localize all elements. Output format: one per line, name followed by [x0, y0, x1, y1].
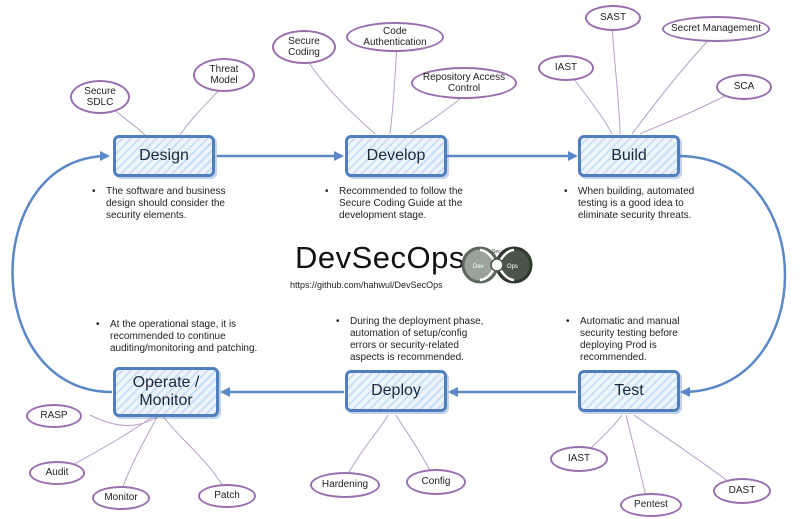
tag-threat-model-line1: Threat: [209, 63, 239, 75]
stage-design[interactable]: Design: [113, 135, 215, 177]
tag-code-authentication[interactable]: Code Authentication: [346, 22, 444, 52]
logo-dev-text: Dev: [473, 264, 484, 270]
tag-secret-management-label: Secret Management: [670, 23, 762, 35]
note-operate-bullet: •: [96, 319, 100, 330]
note-test-text: Automatic and manual security testing be…: [580, 316, 680, 363]
stage-develop[interactable]: Develop: [345, 135, 447, 177]
tag-iast-test[interactable]: IAST: [550, 446, 608, 472]
note-deploy-bullet: •: [336, 316, 340, 327]
logo-ops-text: Ops: [507, 264, 518, 270]
tag-iast-test-label: IAST: [567, 453, 591, 465]
tag-secure-sdlc-line1: Secure: [84, 85, 116, 97]
note-build-bullet: •: [564, 186, 568, 197]
stage-operate-label: Operate /: [132, 373, 200, 391]
tag-secure-coding[interactable]: Secure Coding: [272, 30, 336, 64]
tag-config[interactable]: Config: [406, 469, 466, 495]
tag-sast[interactable]: SAST: [585, 5, 641, 31]
tag-sca-label: SCA: [733, 81, 755, 93]
tag-rasp-label: RASP: [40, 410, 68, 422]
tag-iast-build[interactable]: IAST: [538, 55, 594, 81]
tag-iast-build-label: IAST: [554, 62, 578, 74]
note-develop-bullet: •: [325, 186, 329, 197]
page-title: DevSecOps: [295, 240, 465, 275]
note-build: • When building, automated testing is a …: [564, 186, 724, 222]
stage-test[interactable]: Test: [578, 370, 680, 412]
tag-sca[interactable]: SCA: [716, 74, 772, 100]
note-test: • Automatic and manual security testing …: [566, 316, 702, 364]
tag-code-authentication-line1: Code: [383, 25, 407, 37]
note-operate: • At the operational stage, it is recomm…: [96, 319, 286, 355]
tag-repository-access-control-line2: Control: [447, 83, 481, 94]
stage-monitor-label: Monitor: [139, 392, 193, 409]
tag-threat-model-line2: Model: [210, 75, 238, 86]
note-develop-text: Recommended to follow the Secure Coding …: [339, 186, 463, 221]
stage-build-label: Build: [611, 146, 647, 164]
repo-url-link[interactable]: https://github.com/hahwul/DevSecOps: [290, 280, 443, 290]
tag-secret-management[interactable]: Secret Management: [662, 16, 770, 42]
tag-dast-label: DAST: [728, 485, 756, 497]
tag-code-authentication-line2: Authentication: [363, 37, 427, 48]
stage-deploy[interactable]: Deploy: [345, 370, 447, 412]
tag-pentest[interactable]: Pentest: [620, 493, 682, 517]
stage-test-label: Test: [614, 381, 644, 399]
tag-audit[interactable]: Audit: [29, 461, 85, 485]
tag-secure-coding-line2: Coding: [288, 47, 320, 58]
note-build-text: When building, automated testing is a go…: [578, 186, 695, 221]
note-deploy: • During the deployment phase, automatio…: [336, 316, 496, 364]
tag-audit-label: Audit: [45, 467, 69, 479]
tag-patch[interactable]: Patch: [198, 484, 256, 508]
tag-config-label: Config: [421, 476, 451, 488]
devsecops-infinity-logo-icon: Sec Dev Ops: [461, 246, 533, 284]
note-design: • The software and business design shoul…: [92, 186, 242, 222]
tag-dast[interactable]: DAST: [713, 478, 771, 504]
tag-rasp[interactable]: RASP: [26, 404, 82, 428]
tag-secure-coding-line1: Secure: [288, 35, 320, 47]
note-develop: • Recommended to follow the Secure Codin…: [325, 186, 485, 222]
tag-monitor-label: Monitor: [104, 492, 138, 504]
tag-secure-sdlc-line2: SDLC: [86, 97, 114, 108]
tag-sast-label: SAST: [599, 12, 627, 24]
tag-monitor[interactable]: Monitor: [92, 486, 150, 510]
stage-develop-label: Develop: [366, 146, 426, 164]
stage-operate-monitor[interactable]: Operate / Monitor: [113, 367, 219, 417]
note-deploy-text: During the deployment phase, automation …: [350, 316, 484, 363]
tag-repository-access-control[interactable]: Repository Access Control: [411, 67, 517, 99]
tag-patch-label: Patch: [214, 490, 240, 502]
logo-sec-text: Sec: [492, 249, 501, 255]
tag-threat-model[interactable]: Threat Model: [193, 58, 255, 92]
stage-build[interactable]: Build: [578, 135, 680, 177]
tag-repository-access-control-line1: Repository Access: [422, 71, 506, 83]
note-design-text: The software and business design should …: [106, 186, 226, 221]
stage-deploy-label: Deploy: [371, 381, 421, 399]
tag-secure-sdlc[interactable]: Secure SDLC: [70, 80, 130, 114]
note-operate-text: At the operational stage, it is recommen…: [110, 319, 258, 354]
note-design-bullet: •: [92, 186, 96, 197]
stage-design-label: Design: [139, 146, 189, 164]
tag-hardening-label: Hardening: [321, 479, 369, 491]
tag-pentest-label: Pentest: [634, 499, 668, 511]
note-test-bullet: •: [566, 316, 570, 327]
tag-hardening[interactable]: Hardening: [310, 472, 380, 498]
